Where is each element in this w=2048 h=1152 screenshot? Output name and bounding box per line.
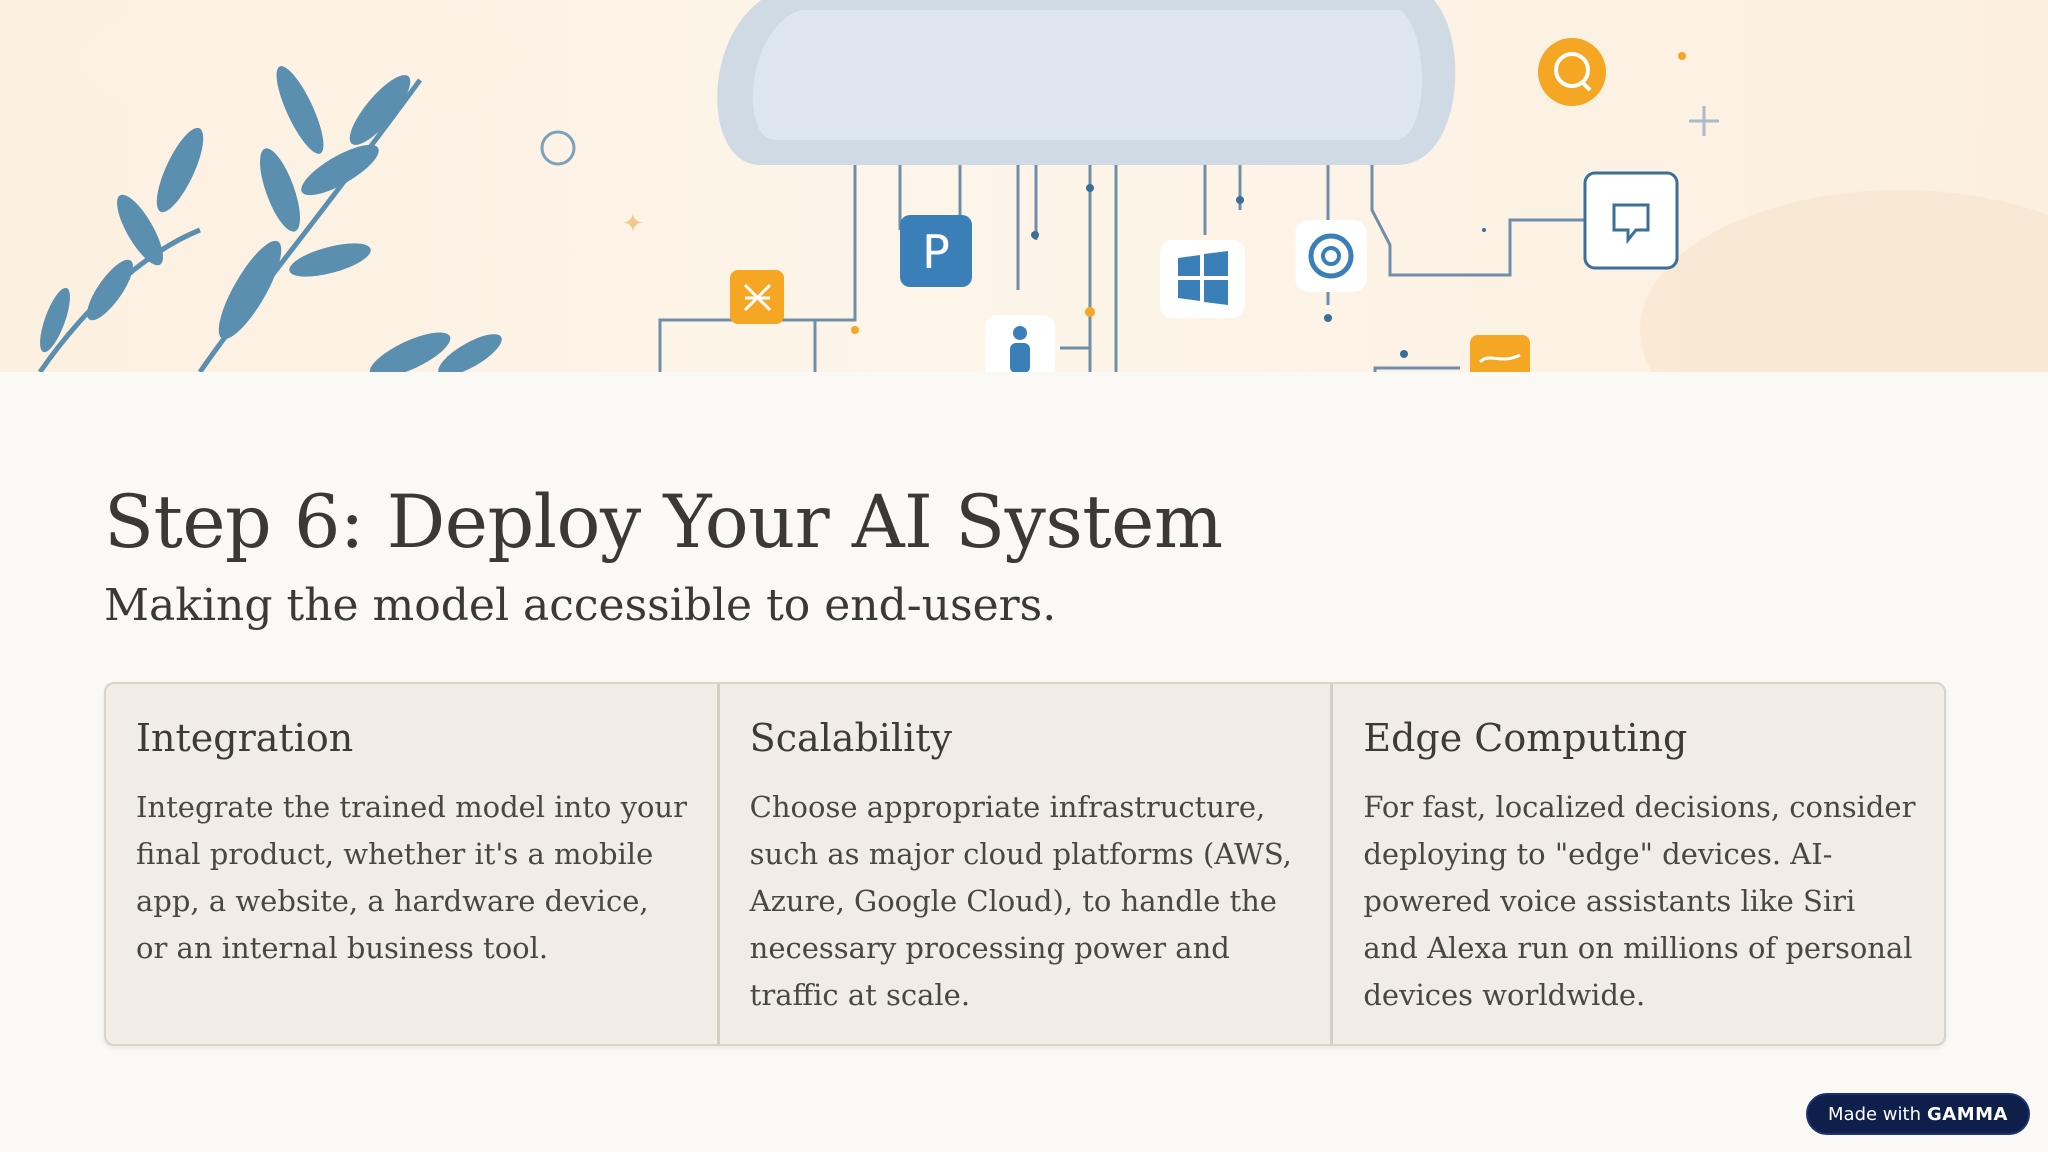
chart-icon: [1470, 335, 1530, 372]
svg-text:✦: ✦: [622, 209, 644, 239]
parking-p-icon: P: [900, 215, 972, 287]
page-subtitle: Making the model accessible to end-users…: [104, 580, 1057, 631]
header-illustration: ✦: [0, 0, 2048, 372]
cards-container: Integration Integrate the trained model …: [104, 682, 1946, 1046]
card-edge-computing: Edge Computing For fast, localized decis…: [1333, 684, 1944, 1044]
badge-prefix: Made with: [1828, 1103, 1921, 1125]
search-bubble-icon: [1538, 38, 1606, 106]
cloud-network-illustration: ✦: [37, 0, 2048, 372]
at-sign-icon: [1295, 220, 1367, 292]
card-title: Scalability: [749, 716, 952, 760]
card-body: For fast, localized decisions, consider …: [1363, 790, 1916, 1012]
svg-text:P: P: [922, 225, 950, 279]
person-icon: [985, 315, 1055, 372]
card-body: Choose appropriate infrastructure, such …: [749, 790, 1292, 1012]
card-scalability: Scalability Choose appropriate infrastru…: [720, 684, 1334, 1044]
card-body: Integrate the trained model into your fi…: [136, 790, 687, 965]
cloud-icon: [717, 0, 1456, 165]
gamma-logo: GAMMA: [1927, 1103, 2008, 1125]
card-title: Edge Computing: [1363, 716, 1688, 760]
card-title: Integration: [136, 716, 354, 760]
circuit-icon: [730, 270, 784, 324]
card-integration: Integration Integrate the trained model …: [106, 684, 720, 1044]
chat-bubble-icon: [1583, 171, 1679, 270]
leaf-branch-icon: [37, 66, 502, 372]
page-title: Step 6: Deploy Your AI System: [104, 480, 1223, 565]
made-with-gamma-badge[interactable]: Made with GAMMA: [1806, 1093, 2030, 1135]
windows-icon: [1160, 240, 1245, 318]
